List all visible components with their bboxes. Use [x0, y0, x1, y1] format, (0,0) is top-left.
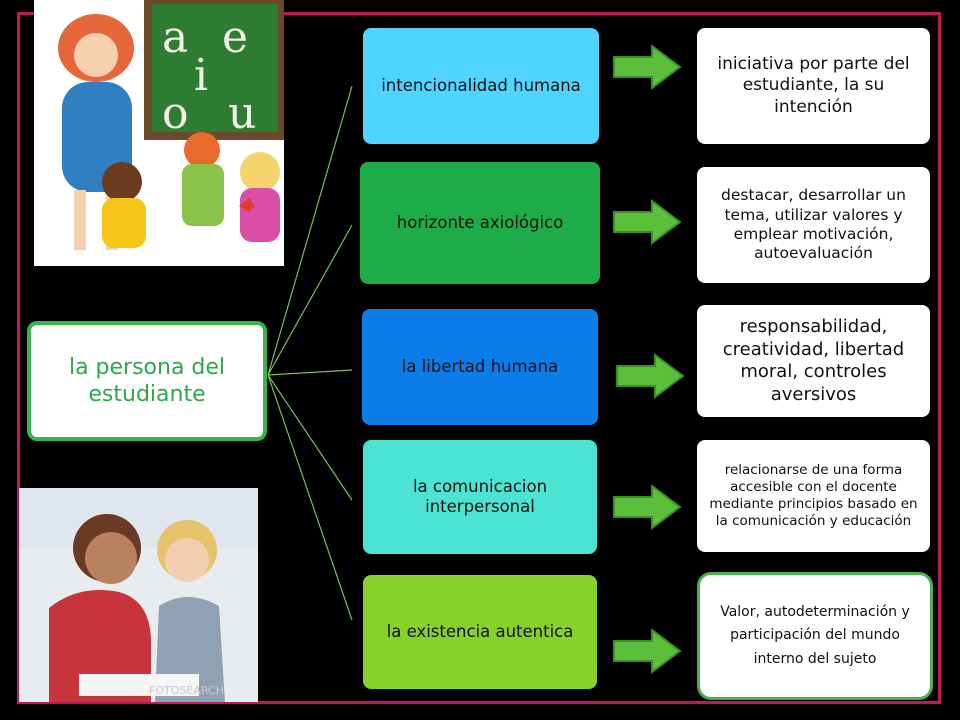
teacher-student-photo: FOTOSEARCH — [19, 488, 258, 702]
chalk-letter-e: e — [222, 12, 248, 63]
photo-watermark: FOTOSEARCH — [149, 684, 224, 697]
right-arrow-icon — [616, 353, 685, 399]
chalk-letter-i: i — [194, 50, 208, 101]
description-box-2: destacar, desarrollar un tema, utilizar … — [697, 167, 930, 283]
right-arrow-icon — [613, 628, 682, 674]
chalk-letter-a: a — [162, 12, 188, 63]
category-label-2: horizonte axiológico — [396, 213, 564, 233]
slide-frame — [17, 12, 941, 704]
connector-line-1 — [267, 85, 353, 376]
category-label-1: intencionalidad humana — [381, 76, 581, 96]
right-arrow-icon — [613, 44, 682, 90]
description-text-4: relacionarse de una forma accesible con … — [709, 462, 918, 529]
description-text-2: destacar, desarrollar un tema, utilizar … — [721, 186, 906, 263]
category-label-4: la comunicacion interpersonal — [412, 477, 548, 516]
category-label-5: la existencia autentica — [386, 622, 574, 642]
connector-line-2 — [267, 224, 353, 376]
connector-line-4 — [267, 374, 353, 501]
category-label-3: la libertad humana — [401, 357, 559, 377]
connector-line-5 — [267, 374, 353, 621]
category-node-2: horizonte axiológico — [360, 162, 600, 284]
root-node: la persona del estudiante — [27, 321, 267, 441]
description-text-5: Valor, autodeterminación y participación… — [720, 604, 910, 667]
right-arrow-icon — [613, 199, 682, 245]
category-node-3: la libertad humana — [362, 309, 598, 425]
chalk-letter-u: u — [228, 88, 256, 139]
description-box-4: relacionarse de una forma accesible con … — [697, 440, 930, 552]
connector-line-3 — [267, 369, 353, 376]
description-box-5: Valor, autodeterminación y participación… — [697, 572, 933, 700]
description-text-1: iniciativa por parte del estudiante, la … — [717, 54, 910, 117]
description-box-3: responsabilidad, creatividad, libertad m… — [697, 305, 930, 417]
category-node-4: la comunicacion interpersonal — [363, 440, 597, 554]
root-label: la persona del estudiante — [68, 354, 226, 408]
description-text-3: responsabilidad, creatividad, libertad m… — [722, 316, 905, 405]
category-node-1: intencionalidad humana — [363, 28, 599, 144]
right-arrow-icon — [613, 484, 682, 530]
description-box-1: iniciativa por parte del estudiante, la … — [697, 28, 930, 144]
chalk-letter-o: o — [162, 88, 189, 139]
teacher-chalkboard-illustration: a e i o u — [34, 0, 284, 266]
category-node-5: la existencia autentica — [363, 575, 597, 689]
